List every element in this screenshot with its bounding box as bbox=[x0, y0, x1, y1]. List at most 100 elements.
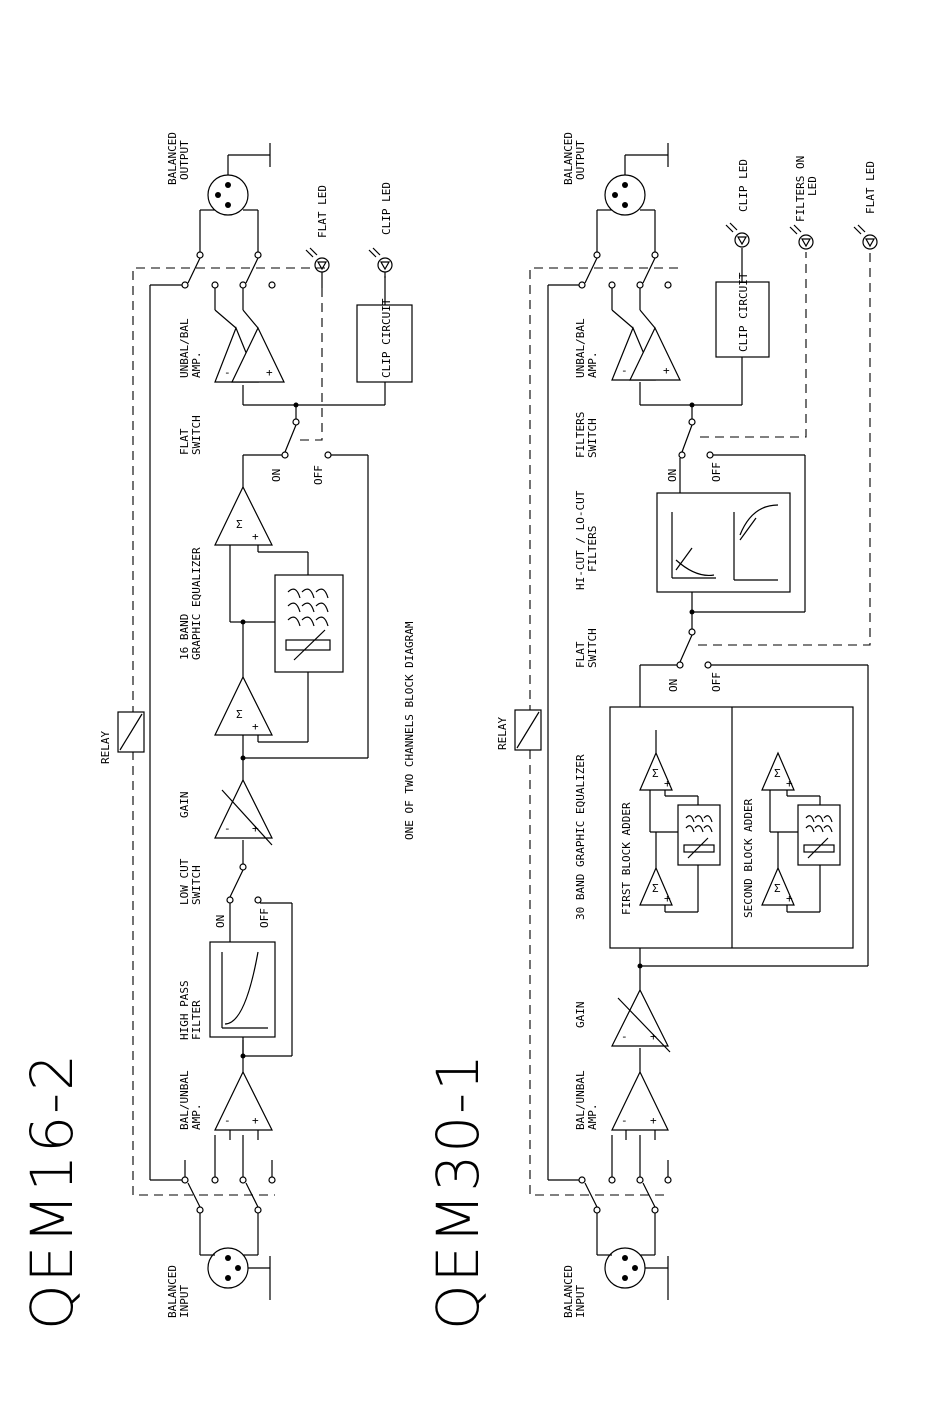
qem16-relay-enclosure bbox=[132, 267, 325, 1196]
svg-text:+: + bbox=[252, 1114, 259, 1127]
svg-text:Σ: Σ bbox=[236, 518, 243, 531]
qem16-clip-circuit-label: CLIP CIRCUIT bbox=[380, 298, 393, 378]
qem30-relay-enclosure bbox=[529, 267, 678, 1196]
qem16-bal-unbal-label-2: AMP. bbox=[190, 1104, 203, 1131]
svg-text:+: + bbox=[266, 366, 273, 379]
svg-text:+: + bbox=[664, 777, 671, 790]
qem16-eq-filter-bank bbox=[274, 574, 344, 673]
qem30-filters-on-led-label-1: FILTERS ON bbox=[794, 156, 807, 222]
qem30-balanced-input-label-1: BALANCED bbox=[562, 1265, 575, 1318]
qem16-clip-circuit bbox=[356, 304, 413, 383]
qem30-unbal-bal-label-2: AMP. bbox=[586, 352, 599, 379]
qem30-bal-unbal-label-2: AMP. bbox=[586, 1104, 599, 1131]
svg-text:-: - bbox=[621, 1114, 628, 1127]
qem16-eq-label-2: GRAPHIC EQUALIZER bbox=[190, 547, 203, 660]
qem16-balanced-output-label-1: BALANCED bbox=[166, 132, 179, 185]
qem16-adder-1 bbox=[214, 675, 273, 736]
qem16-bal-unbal-amp bbox=[214, 1070, 273, 1131]
qem30-gain-label: GAIN bbox=[574, 1002, 587, 1029]
qem16-low-cut-label-1: LOW CUT bbox=[178, 858, 191, 905]
svg-text:ON: ON bbox=[666, 469, 679, 482]
qem16-unbal-bal-label-2: AMP. bbox=[190, 352, 203, 379]
qem16-balanced-input-label-2: INPUT bbox=[178, 1285, 191, 1318]
qem30-first-block: Σ + Σ + bbox=[639, 730, 721, 913]
svg-text:-: - bbox=[224, 366, 231, 379]
qem16-low-cut-switch bbox=[226, 896, 234, 904]
qem16-title: QEM16-2 bbox=[18, 1052, 86, 1330]
svg-text:Σ: Σ bbox=[774, 767, 781, 780]
svg-text:-: - bbox=[224, 1114, 231, 1127]
qem16-flat-led-label: FLAT LED bbox=[316, 185, 329, 238]
qem30-flat-switch bbox=[676, 661, 684, 669]
svg-text:OFF: OFF bbox=[710, 462, 723, 482]
svg-text:-: - bbox=[224, 822, 231, 835]
qem30-balanced-output-label-1: BALANCED bbox=[562, 132, 575, 185]
qem30-eq-label: 30 BAND GRAPHIC EQUALIZER bbox=[574, 754, 587, 920]
qem30-gain-amp bbox=[611, 988, 669, 1047]
qem30-filters-led-link bbox=[700, 252, 807, 438]
qem30-clip-led-label: CLIP LED bbox=[737, 159, 750, 212]
qem16-gain-label: GAIN bbox=[178, 792, 191, 819]
qem16-balanced-input bbox=[199, 1210, 271, 1300]
qem30-balanced-output-label-2: OUTPUT bbox=[574, 140, 587, 180]
qem16-unbal-bal-label-1: UNBAL/BAL bbox=[178, 318, 191, 378]
svg-text:Σ: Σ bbox=[652, 767, 659, 780]
qem30-balanced-input bbox=[596, 1210, 669, 1300]
qem16-hpf-label-1: HIGH PASS bbox=[178, 980, 191, 1040]
qem16-balanced-output-label-2: OUTPUT bbox=[178, 140, 191, 180]
qem16-hpf-label-2: FILTER bbox=[190, 1000, 203, 1040]
svg-text:Σ: Σ bbox=[652, 882, 659, 895]
svg-text:-: - bbox=[621, 1030, 628, 1043]
qem30-bal-unbal-amp bbox=[611, 1070, 669, 1131]
svg-text:+: + bbox=[252, 822, 259, 835]
qem16-flat-led-link bbox=[300, 288, 323, 441]
qem30-filters-switch bbox=[678, 451, 686, 459]
qem30-diagram: QEM30-1 RELAY BALANCED INPUT bbox=[424, 132, 878, 1330]
qem30-filters-on-led-label-2: LED bbox=[806, 176, 819, 196]
svg-text:-: - bbox=[621, 364, 628, 377]
svg-text:ON: ON bbox=[270, 469, 283, 482]
svg-text:ON: ON bbox=[214, 915, 227, 928]
qem30-filters-label-2: FILTERS bbox=[586, 526, 599, 572]
qem16-eq-label-1: 16 BAND bbox=[178, 614, 191, 660]
qem30-unbal-bal-label-1: UNBAL/BAL bbox=[574, 318, 587, 378]
qem30-filters-switch-label-2: SWITCH bbox=[586, 418, 599, 458]
svg-text:+: + bbox=[786, 892, 793, 905]
svg-text:Σ: Σ bbox=[236, 708, 243, 721]
qem30-unbal-bal-amp-b bbox=[629, 326, 681, 381]
qem16-balanced-output bbox=[207, 143, 271, 216]
qem30-balanced-input-label-2: INPUT bbox=[574, 1285, 587, 1318]
qem30-second-block-label: SECOND BLOCK ADDER bbox=[742, 798, 755, 918]
svg-text:+: + bbox=[650, 1030, 657, 1043]
svg-text:OFF: OFF bbox=[710, 672, 723, 692]
qem30-clip-circuit-label: CLIP CIRCUIT bbox=[737, 272, 750, 352]
qem30-filters-switch-label-1: FILTERS bbox=[574, 412, 587, 458]
qem30-first-block-label: FIRST BLOCK ADDER bbox=[620, 802, 633, 915]
qem30-title: QEM30-1 bbox=[424, 1052, 492, 1330]
qem30-second-block: Σ + Σ + bbox=[761, 751, 841, 913]
svg-text:OFF: OFF bbox=[312, 465, 325, 485]
qem16-flat-switch-label-2: SWITCH bbox=[190, 415, 203, 455]
qem16-clip-led bbox=[368, 247, 393, 278]
svg-text:ON: ON bbox=[667, 679, 680, 692]
qem16-balanced-input-label-1: BALANCED bbox=[166, 1265, 179, 1318]
svg-text:+: + bbox=[786, 777, 793, 790]
qem16-high-pass-filter bbox=[209, 941, 276, 1038]
qem16-bal-unbal-label-1: BAL/UNBAL bbox=[178, 1070, 191, 1130]
qem30-relay-label: RELAY bbox=[496, 717, 509, 750]
qem16-flat-led bbox=[305, 247, 330, 288]
svg-text:+: + bbox=[650, 1114, 657, 1127]
qem30-balanced-output bbox=[604, 143, 669, 216]
qem30-flat-led bbox=[853, 224, 878, 250]
qem16-clip-led-label: CLIP LED bbox=[380, 182, 393, 235]
svg-text:+: + bbox=[664, 892, 671, 905]
qem30-flat-led-label: FLAT LED bbox=[864, 161, 877, 214]
qem30-clip-circuit bbox=[715, 281, 770, 358]
qem16-low-cut-label-2: SWITCH bbox=[190, 865, 203, 905]
svg-text:+: + bbox=[663, 364, 670, 377]
qem16-adder-2 bbox=[214, 485, 273, 546]
qem16-gain-amp bbox=[214, 778, 273, 839]
qem30-flat-led-link bbox=[698, 252, 871, 646]
qem16-unbal-bal-amp-b bbox=[231, 326, 285, 383]
